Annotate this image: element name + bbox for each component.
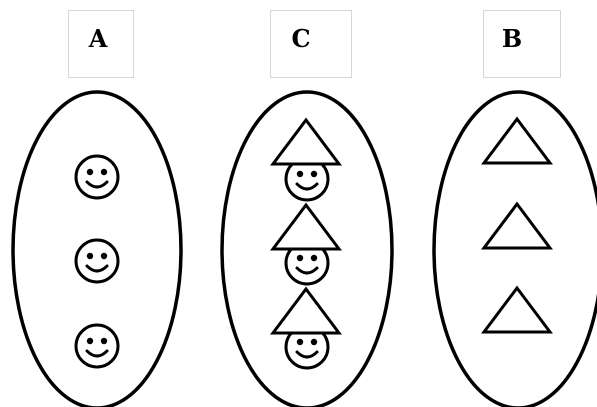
triangle-icon <box>482 286 552 334</box>
set-c-ellipse <box>220 90 394 407</box>
set-c-label-box: C <box>270 10 352 78</box>
smiley-icon <box>74 323 120 369</box>
triangle-hat-icon <box>271 287 341 335</box>
smiley-icon <box>74 154 120 200</box>
triangle-hat-icon <box>271 118 341 166</box>
set-b-label-box: B <box>483 10 561 78</box>
triangle-hat-icon <box>271 203 341 251</box>
set-a-ellipse <box>11 90 183 407</box>
set-b-label: B <box>501 24 523 53</box>
triangle-icon <box>482 117 552 165</box>
set-b-ellipse <box>432 90 597 407</box>
triangle-icon <box>482 202 552 250</box>
smiley-icon <box>74 238 120 284</box>
set-a-label-box: A <box>68 10 134 78</box>
set-a-label: A <box>88 24 108 53</box>
set-c-label: C <box>291 24 311 53</box>
